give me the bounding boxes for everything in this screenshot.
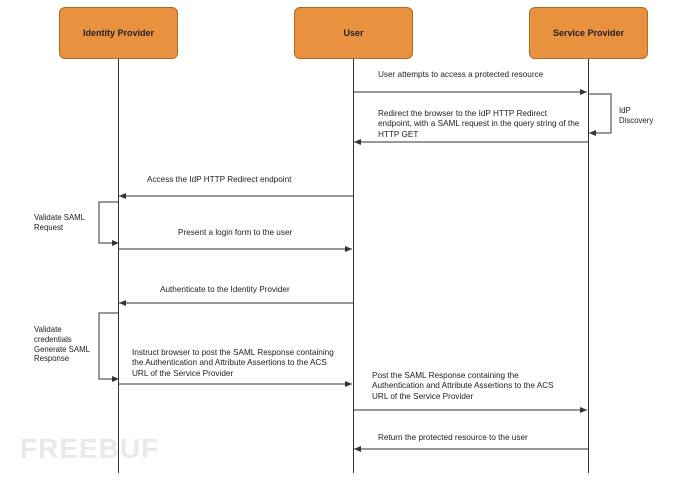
self-loop-validate-request	[98, 201, 119, 246]
message-m5: Authenticate to the Identity Provider	[160, 285, 290, 294]
lifeline-service-provider	[588, 59, 589, 473]
message-m8: Return the protected resource to the use…	[378, 433, 528, 442]
actor-identity-provider: Identity Provider	[59, 7, 178, 59]
note-idp-discovery: IdP Discovery	[619, 106, 654, 125]
self-loop-validate-credentials	[98, 312, 119, 382]
actor-service-provider: Service Provider	[529, 7, 648, 59]
message-m2: Redirect the browser to the IdP HTTP Red…	[378, 109, 580, 139]
watermark: FREEBUF	[20, 433, 160, 464]
actor-user: User	[294, 7, 413, 59]
note-validate-saml-request: Validate SAML Request	[34, 213, 85, 232]
message-m6: Instruct browser to post the SAML Respon…	[132, 348, 334, 378]
self-loop-sp-discovery	[589, 93, 612, 136]
message-m4: Present a login form to the user	[178, 228, 293, 237]
message-m3: Access the IdP HTTP Redirect endpoint	[147, 175, 292, 184]
message-m7: Post the SAML Response containing the Au…	[372, 371, 554, 401]
lifeline-identity-provider	[118, 59, 119, 473]
note-validate-credentials: Validate credentials Generate SAML Respo…	[34, 325, 90, 364]
message-m1: User attempts to access a protected reso…	[378, 70, 544, 79]
lifeline-user	[353, 59, 354, 473]
